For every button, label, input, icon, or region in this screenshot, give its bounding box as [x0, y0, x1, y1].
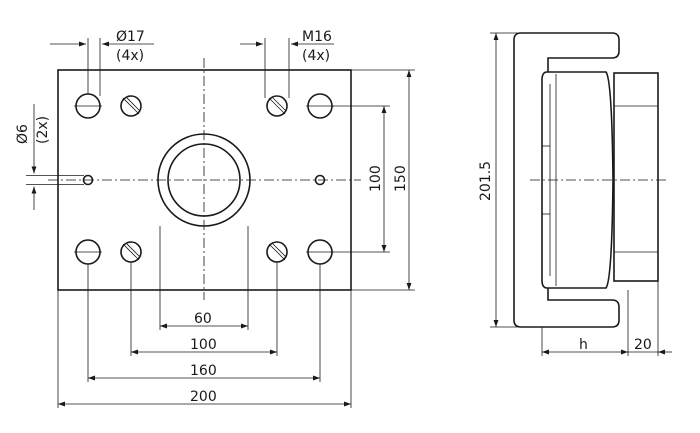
through-hole	[74, 93, 102, 119]
front-view: Ø17 (4x) M16 (4x) Ø6 (2x) 60 100 16	[15, 29, 415, 408]
dimension-20: 20	[628, 337, 672, 355]
thread-label: M16	[302, 29, 332, 45]
through-hole-count: (4x)	[116, 48, 144, 64]
dim-width: 200	[190, 389, 217, 405]
pin-hole	[82, 174, 94, 186]
dimension-100-horizontal: 100	[131, 337, 277, 355]
dim-flange: 20	[634, 337, 652, 353]
dimension-200: 200	[58, 389, 351, 407]
dim-bore-spacing: 60	[194, 311, 212, 327]
side-view: 201.5 h 20	[478, 32, 672, 356]
inner-cylinder	[541, 71, 614, 289]
dimension-h: h	[542, 337, 628, 355]
pin-hole-dimension: Ø6 (2x)	[15, 104, 51, 210]
through-hole-label: Ø17	[116, 29, 145, 45]
pin-hole-label: Ø6	[15, 124, 31, 144]
pin-hole	[314, 174, 326, 186]
flange-plate	[613, 72, 659, 282]
dim-hole-spacing-v: 100	[368, 165, 384, 192]
dimension-100-vertical: 100	[368, 106, 387, 252]
dim-total-height: 201.5	[478, 161, 494, 201]
thread-dimension: M16 (4x)	[240, 29, 334, 64]
thread-count: (4x)	[302, 48, 330, 64]
extension-lines	[26, 38, 415, 408]
dim-height: 150	[393, 165, 409, 192]
through-hole	[74, 239, 102, 265]
main-body	[513, 32, 620, 328]
pin-hole-count: (2x)	[35, 116, 51, 144]
dim-thread-spacing-h: 100	[190, 337, 217, 353]
threaded-hole	[120, 95, 142, 117]
dimension-60: 60	[160, 311, 248, 329]
threaded-hole	[266, 241, 288, 263]
threaded-hole	[266, 95, 288, 117]
dim-depth: h	[579, 337, 588, 353]
dimension-160: 160	[88, 363, 320, 381]
through-hole	[306, 239, 334, 265]
threaded-hole	[120, 241, 142, 263]
through-hole	[306, 93, 334, 119]
dimension-201-5: 201.5	[478, 33, 499, 327]
central-bore-outer	[157, 133, 251, 227]
central-bore-inner	[167, 143, 241, 217]
dim-hole-spacing-h: 160	[190, 363, 217, 379]
dimension-150: 150	[393, 70, 412, 290]
through-hole-dimension: Ø17 (4x)	[50, 29, 154, 64]
